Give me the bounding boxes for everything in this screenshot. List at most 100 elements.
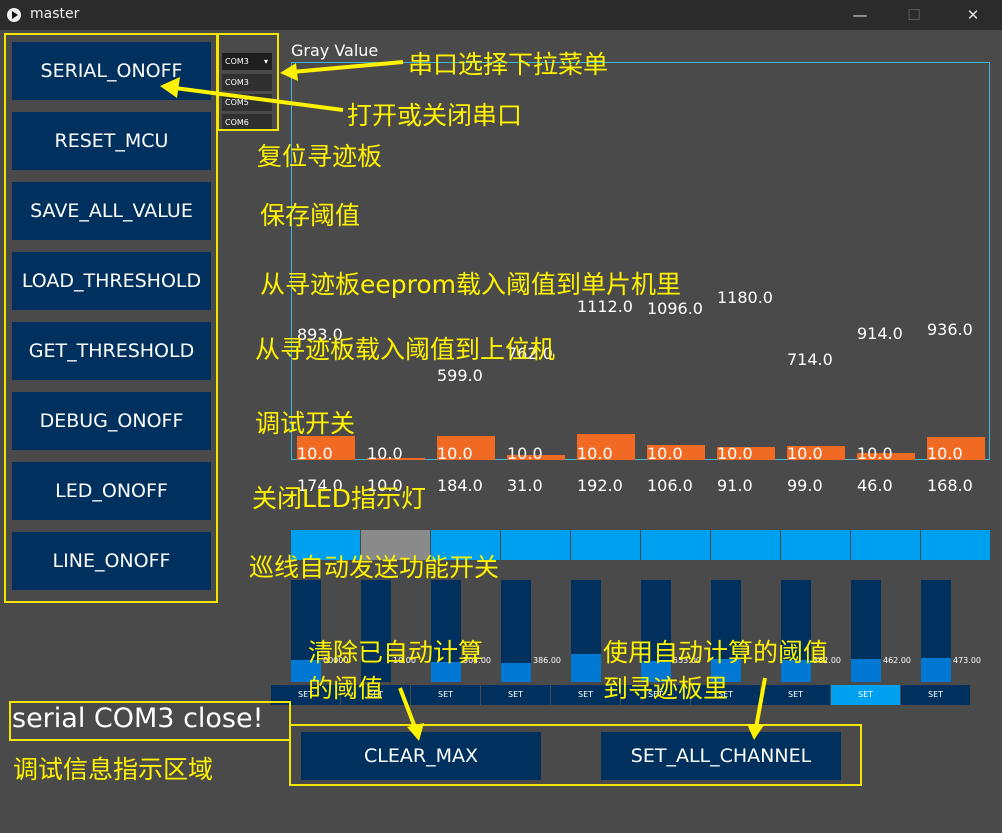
channel-toggle[interactable]: [431, 530, 500, 560]
com-selected-value: COM3: [225, 57, 249, 66]
channel-toggle[interactable]: [291, 530, 360, 560]
led-onoff-button[interactable]: LED_ONOFF: [12, 462, 211, 520]
bottom-value-label: 99.0: [787, 476, 823, 495]
annotation-get-threshold: 从寻迹板载入阈值到上位机: [255, 335, 556, 364]
threshold-bar: [927, 437, 985, 460]
annotation-clear-max-line1: 清除已自动计算: [308, 638, 484, 667]
annotation-clear-max-line2: 的阈值: [308, 674, 384, 703]
load-threshold-button[interactable]: LOAD_THRESHOLD: [12, 252, 211, 310]
bottom-value-label: 174.0: [297, 476, 343, 495]
gray-value-label: 936.0: [927, 320, 973, 339]
bar-label: 10.0: [297, 444, 333, 463]
slider-value: 362.00: [813, 656, 841, 665]
bar-label: 10.0: [367, 444, 403, 463]
slider-fill: [781, 660, 811, 682]
annotation-load-threshold: 从寻迹板eeprom载入阈值到单片机里: [260, 270, 682, 299]
channel-toggle[interactable]: [921, 530, 990, 560]
gray-value-plot: [291, 62, 990, 460]
bar-label: 10.0: [577, 444, 613, 463]
channel-set-button[interactable]: SET: [621, 685, 690, 705]
channel-set-button[interactable]: SET: [411, 685, 480, 705]
arrow-set-all: [754, 677, 767, 729]
line-onoff-button[interactable]: LINE_ONOFF: [12, 532, 211, 590]
app-icon: [7, 8, 21, 22]
gray-value-label: 1112.0: [577, 297, 633, 316]
slider-value: 473.00: [953, 656, 981, 665]
channel-set-button[interactable]: SET: [481, 685, 550, 705]
arrow-com-select: [291, 60, 404, 74]
slider-fill: [921, 658, 951, 682]
annotation-save-value: 保存阈值: [260, 201, 361, 230]
gray-value-label: 762.0: [507, 344, 553, 363]
set-all-channel-button[interactable]: SET_ALL_CHANNEL: [601, 732, 841, 780]
bottom-value-label: 168.0: [927, 476, 973, 495]
bottom-buttons-highlight-box: [289, 724, 862, 786]
slider-fill: [571, 654, 601, 682]
channel-slider[interactable]: [361, 580, 391, 682]
channel-set-button[interactable]: SET: [831, 685, 900, 705]
arrow-clear-max: [398, 687, 418, 731]
channel-toggle[interactable]: [781, 530, 850, 560]
channel-set-button[interactable]: SET: [551, 685, 620, 705]
bar-label: 10.0: [857, 444, 893, 463]
annotation-debug: 调试开关: [255, 409, 356, 438]
threshold-bar: [717, 447, 775, 460]
save-all-value-button[interactable]: SAVE_ALL_VALUE: [12, 182, 211, 240]
clear-max-button[interactable]: CLEAR_MAX: [301, 732, 541, 780]
channel-toggle[interactable]: [641, 530, 710, 560]
threshold-bar: [787, 446, 845, 460]
slider-value: 00000: [323, 656, 349, 665]
channel-toggle[interactable]: [711, 530, 780, 560]
bottom-value-label: 91.0: [717, 476, 753, 495]
gray-value-label: 893.0: [297, 325, 343, 344]
bar-label: 10.0: [787, 444, 823, 463]
threshold-bar: [577, 434, 635, 460]
annotation-set-all-line1: 使用自动计算的阈值: [603, 638, 829, 667]
close-button[interactable]: ✕: [966, 6, 980, 24]
slider-fill: [431, 662, 461, 682]
gray-value-label: 599.0: [437, 366, 483, 385]
channel-toggle[interactable]: [361, 530, 430, 560]
channel-set-button[interactable]: SET: [341, 685, 410, 705]
reset-mcu-button[interactable]: RESET_MCU: [12, 112, 211, 170]
slider-value: 386.00: [533, 656, 561, 665]
channel-set-button[interactable]: SET: [271, 685, 340, 705]
sidebar-highlight-box: [4, 33, 218, 603]
bottom-value-label: 184.0: [437, 476, 483, 495]
channel-set-button[interactable]: SET: [901, 685, 970, 705]
slider-fill: [711, 659, 741, 682]
maximize-button[interactable]: ☐: [907, 6, 921, 24]
bar-label: 10.0: [507, 444, 543, 463]
channel-toggle[interactable]: [571, 530, 640, 560]
gray-value-label: 914.0: [857, 324, 903, 343]
annotation-reset-mcu: 复位寻迹板: [257, 142, 383, 171]
gray-value-label: 1096.0: [647, 299, 703, 318]
channel-toggle[interactable]: [501, 530, 570, 560]
gray-value-label: 714.0: [787, 350, 833, 369]
bottom-value-label: 192.0: [577, 476, 623, 495]
slider-value: 10.00: [393, 656, 416, 665]
channel-toggle[interactable]: [851, 530, 920, 560]
get-threshold-button[interactable]: GET_THRESHOLD: [12, 322, 211, 380]
bar-label: 10.0: [437, 444, 473, 463]
bottom-value-label: 10.0: [367, 476, 403, 495]
threshold-bar: [857, 453, 915, 460]
threshold-bar: [297, 436, 355, 460]
threshold-bar: [647, 445, 705, 460]
minimize-button[interactable]: —: [852, 6, 868, 24]
channel-set-button[interactable]: SET: [761, 685, 830, 705]
channel-set-button[interactable]: SET: [691, 685, 760, 705]
annotation-set-all-line2: 到寻迹板里: [603, 674, 729, 703]
com-option[interactable]: COM3: [222, 74, 272, 91]
com-option[interactable]: COM6: [222, 114, 272, 131]
slider-fill: [851, 659, 881, 682]
slider-fill: [291, 660, 321, 682]
arrow-head-icon: [407, 723, 424, 741]
slider-value: 462.00: [883, 656, 911, 665]
bottom-value-label: 31.0: [507, 476, 543, 495]
com-select-dropdown[interactable]: COM3 ▾: [222, 53, 272, 70]
bottom-value-label: 46.0: [857, 476, 893, 495]
slider-value: 553.00: [673, 656, 701, 665]
debug-onoff-button[interactable]: DEBUG_ONOFF: [12, 392, 211, 450]
slider-fill: [641, 661, 671, 682]
